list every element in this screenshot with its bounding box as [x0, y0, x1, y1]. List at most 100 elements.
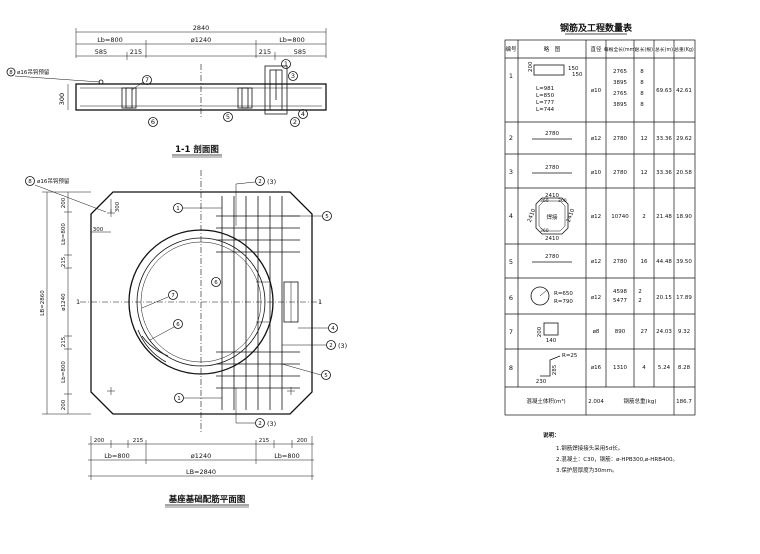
row1-cnt2: 8: [640, 80, 644, 86]
plan-dim-200-top-v: 200: [61, 197, 67, 208]
table-row: 7 200 140 ø8 890 27 24.03 9.32: [509, 322, 690, 344]
row4-no: 4: [509, 212, 513, 220]
header-weight: 总重(Kg): [674, 46, 694, 53]
row3-no: 3: [509, 168, 513, 176]
bubble-4-section: 4: [301, 110, 305, 118]
row6-len2: 5477: [613, 298, 627, 304]
table-row: 3 2780 ø10 2780 12 33.36 20.58: [509, 165, 692, 176]
row2-total: 33.36: [656, 136, 672, 142]
bubble-6-plan-right: 6: [214, 280, 218, 286]
row5-cnt: 16: [641, 259, 648, 265]
bubble-2-plan-mid: 2: [329, 343, 333, 349]
bubble-1-plan-bot: 1: [177, 396, 181, 402]
table-title: 钢筋及工程数量表: [560, 22, 633, 34]
plan-hook-note: ø16吊钩预留: [37, 177, 70, 185]
row4-sketch-top: 2410: [545, 193, 559, 199]
row7-dia: ø8: [593, 329, 600, 335]
row1-no: 1: [509, 72, 513, 80]
plan-dim-215-left: 215: [133, 438, 144, 444]
plan-dim-300-v: 300: [115, 201, 121, 212]
footer-volume-label: 混凝土体积(m³): [526, 397, 565, 405]
plan-dim-phi-v: ø1240: [61, 293, 67, 311]
row5-len: 2780: [613, 259, 627, 265]
row8-sketch-285: 285: [552, 364, 558, 375]
row8-weight: 8.28: [678, 365, 691, 371]
row1-len4: 3895: [613, 102, 627, 108]
row8-total: 5.24: [658, 365, 671, 371]
row7-sketch-200: 200: [537, 326, 543, 337]
bubble-2-section: 2: [293, 118, 297, 126]
header-count: 总长(根): [635, 46, 653, 53]
section-dim-585-right: 585: [294, 48, 306, 56]
header-length: 每根全长(mm): [604, 46, 636, 53]
row3-len: 2780: [613, 170, 627, 176]
row2-len: 2780: [613, 136, 627, 142]
row4-len: 10740: [611, 214, 629, 220]
section-dim-585-left: 585: [95, 48, 107, 56]
row2-no: 2: [509, 134, 513, 142]
bubble-5-plan-bot: 5: [324, 373, 328, 379]
section-view: 2840 Lb=800 ø1240 Lb=800 585 215 215 585…: [6, 24, 327, 158]
plan-title: 基座基础配筋平面图: [168, 494, 246, 505]
note-1: 1.钢筋焊接接头采用5d长。: [556, 444, 623, 452]
row7-len: 890: [615, 329, 626, 335]
bubble-4-plan: 4: [331, 326, 335, 332]
row4-weight: 18.90: [676, 214, 692, 220]
row6-cnt2: 2: [638, 298, 642, 304]
row3-dia: ø10: [591, 170, 602, 176]
plan-section-mark-left: 1: [76, 298, 80, 306]
table-row: 5 2780 ø12 2780 16 44.48 39.50: [509, 254, 692, 266]
row3-sketch: 2780: [545, 165, 559, 171]
note-3: 3.保护层厚度为30mm。: [556, 466, 617, 474]
row1-sketch-l1: L=981: [536, 86, 554, 92]
row4-dia: ø12: [591, 214, 601, 220]
row6-sketch-r2: R=790: [554, 299, 573, 305]
row5-no: 5: [509, 258, 513, 266]
rebar-table: 钢筋及工程数量表 编号 略 图 直径 每根全长(mm) 总长(根) 总长(m) …: [504, 22, 696, 416]
section-dim-phi: ø1240: [191, 36, 212, 44]
row1-dia: ø10: [591, 88, 602, 94]
row1-sketch-l2: L=850: [536, 93, 555, 99]
plan-label-3-bot: (3): [267, 420, 276, 428]
row4-sketch-360a: 360: [540, 198, 549, 204]
plan-dim-200-bot-v: 200: [61, 399, 67, 410]
row4-total: 21.48: [656, 214, 672, 220]
rebar-grid-right: [216, 196, 300, 410]
bubble-6-section: 6: [151, 118, 155, 126]
bubble-7-section: 7: [145, 76, 149, 84]
plan-dim-300-h: 300: [93, 227, 104, 233]
footer-weight-label: 钢筋总重(kg): [624, 397, 657, 405]
bubble-3-section: 3: [291, 72, 295, 80]
section-dim-lb-left: Lb=800: [97, 36, 123, 44]
row7-weight: 9.32: [678, 329, 690, 335]
plan-dim-215-right: 215: [259, 438, 270, 444]
plan-dim-lb-total-v: LB=2860: [40, 290, 46, 316]
plan-dim-lb-bot-v: Lb=800: [61, 361, 67, 383]
bubble-7-plan: 7: [171, 293, 175, 299]
plan-dim-phi: ø1240: [191, 452, 212, 460]
row6-weight: 17.89: [676, 295, 692, 301]
row6-len1: 4598: [613, 289, 627, 295]
row3-weight: 20.58: [676, 170, 692, 176]
section-dim-height: 300: [58, 93, 66, 105]
plan-dim-200-right: 200: [297, 438, 308, 444]
row8-sketch-r: R=25: [562, 353, 578, 359]
header-sketch: 略 图: [544, 45, 561, 53]
bubble-5-plan-top: 5: [325, 214, 329, 220]
row2-dia: ø12: [591, 136, 601, 142]
bubble-8-plan: 8: [28, 179, 32, 185]
row4-cnt: 2: [642, 214, 646, 220]
plan-dim-lb-total: LB=2840: [186, 468, 216, 476]
row8-cnt: 4: [642, 365, 646, 371]
row4-sketch-bot: 2410: [545, 236, 559, 242]
bubble-6-plan-left: 6: [176, 322, 180, 328]
row1-sketch-l3: L=777: [536, 100, 555, 106]
bubble-5-section: 5: [226, 113, 230, 121]
row8-dia: ø16: [591, 365, 602, 371]
row2-sketch: 2780: [545, 131, 559, 137]
section-title: 1-1 剖面图: [175, 144, 219, 155]
row2-cnt: 12: [641, 136, 648, 142]
row7-total: 24.03: [656, 329, 672, 335]
bubble-1-section: 1: [284, 60, 288, 68]
